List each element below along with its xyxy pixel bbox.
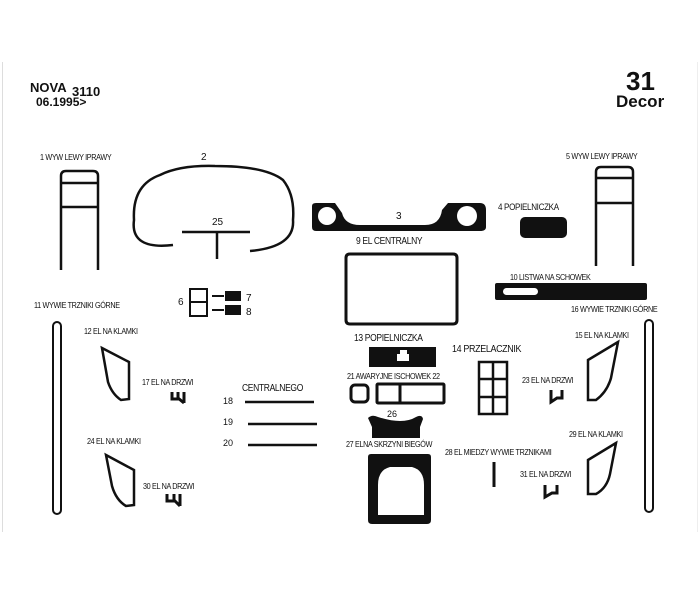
part-30-door-trim bbox=[165, 494, 182, 508]
part-31-door-trim bbox=[543, 485, 559, 500]
label-part-9: 9 EL CENTRALNY bbox=[356, 236, 423, 247]
part-11-long-strip bbox=[52, 321, 62, 515]
label-part-20: 20 bbox=[223, 438, 234, 448]
label-part-16: 16 WYWIE TRZNIKI GÓRNE bbox=[571, 304, 658, 314]
part-21-hazard-trim bbox=[349, 383, 370, 404]
part-1-vent-trim bbox=[59, 169, 100, 270]
part-9-central-frame bbox=[344, 252, 459, 326]
label-part-6: 6 bbox=[178, 297, 184, 308]
label-part-10: 10 LISTWA NA SCHOWEK bbox=[510, 272, 591, 282]
label-part-5: 5 WYW LEWY IPRAWY bbox=[566, 151, 638, 161]
part-23-door-trim bbox=[549, 390, 564, 405]
label-part-18: 18 bbox=[223, 396, 234, 406]
part-26-trim bbox=[368, 415, 423, 438]
part-10-glovebox-strip bbox=[495, 283, 647, 300]
brand-name: Decor bbox=[616, 92, 665, 111]
label-part-13: 13 POPIELNICZKA bbox=[354, 333, 423, 344]
label-part-3: 3 bbox=[396, 211, 402, 222]
label-part-7: 7 bbox=[246, 293, 252, 304]
label-part-28: 28 EL MIEDZY WYWIE TRZNIKAMI bbox=[445, 447, 552, 457]
part-15-handle-trim bbox=[586, 339, 620, 402]
part-29-handle-trim bbox=[586, 440, 618, 496]
label-part-15: 15 EL NA KLAMKI bbox=[575, 330, 629, 340]
label-centralnego: CENTRALNEGO bbox=[242, 383, 303, 394]
part-5-vent-trim bbox=[594, 165, 635, 266]
part-27-gearbox-trim bbox=[368, 454, 431, 524]
part-6-7-8-switch-trims bbox=[189, 288, 241, 317]
part-12-handle-trim bbox=[100, 345, 131, 402]
label-part-29: 29 EL NA KLAMKI bbox=[569, 429, 623, 439]
label-part-27: 27 ELNA SKRZYNI BIEGÓW bbox=[346, 439, 433, 449]
part-2-cluster-trim bbox=[132, 164, 295, 253]
label-part-19: 19 bbox=[223, 417, 234, 427]
label-part-1: 1 WYW LEWY IPRAWY bbox=[40, 152, 112, 162]
label-part-11: 11 WYWIE TRZNIKI GÓRNE bbox=[34, 300, 120, 310]
model-code: 3110 bbox=[72, 84, 101, 99]
label-part-12: 12 EL NA KLAMKI bbox=[84, 326, 138, 336]
label-part-21-22: 21 AWARYJNE ISCHOWEK 22 bbox=[347, 371, 440, 381]
label-part-23: 23 EL NA DRZWI bbox=[522, 375, 574, 385]
label-part-31: 31 EL NA DRZWI bbox=[520, 469, 572, 479]
label-part-2: 2 bbox=[201, 152, 207, 163]
part-24-handle-trim bbox=[104, 452, 136, 508]
model-date: 06.1995> bbox=[36, 95, 87, 109]
part-17-door-trim bbox=[170, 392, 186, 405]
label-part-14: 14 PRZELACZNIK bbox=[452, 343, 522, 355]
part-25-t-trim bbox=[182, 230, 250, 259]
label-part-25: 25 bbox=[212, 217, 224, 228]
label-part-8: 8 bbox=[246, 307, 252, 318]
label-part-17: 17 EL NA DRZWI bbox=[142, 377, 194, 387]
part-3-dash-trim bbox=[312, 203, 486, 231]
part-14-switch-panel bbox=[477, 360, 509, 416]
part-22-storage-trim bbox=[375, 382, 446, 405]
label-part-30: 30 EL NA DRZWI bbox=[143, 481, 195, 491]
model-name: NOVA bbox=[30, 80, 67, 95]
label-part-26: 26 bbox=[387, 409, 398, 419]
part-16-long-strip bbox=[644, 319, 654, 513]
label-part-4: 4 POPIELNICZKA bbox=[498, 202, 559, 213]
label-part-24: 24 EL NA KLAMKI bbox=[87, 436, 141, 446]
set-number: 31 bbox=[626, 66, 655, 96]
part-4-ashtray-cover bbox=[520, 217, 567, 238]
diagram-frame bbox=[2, 62, 698, 532]
